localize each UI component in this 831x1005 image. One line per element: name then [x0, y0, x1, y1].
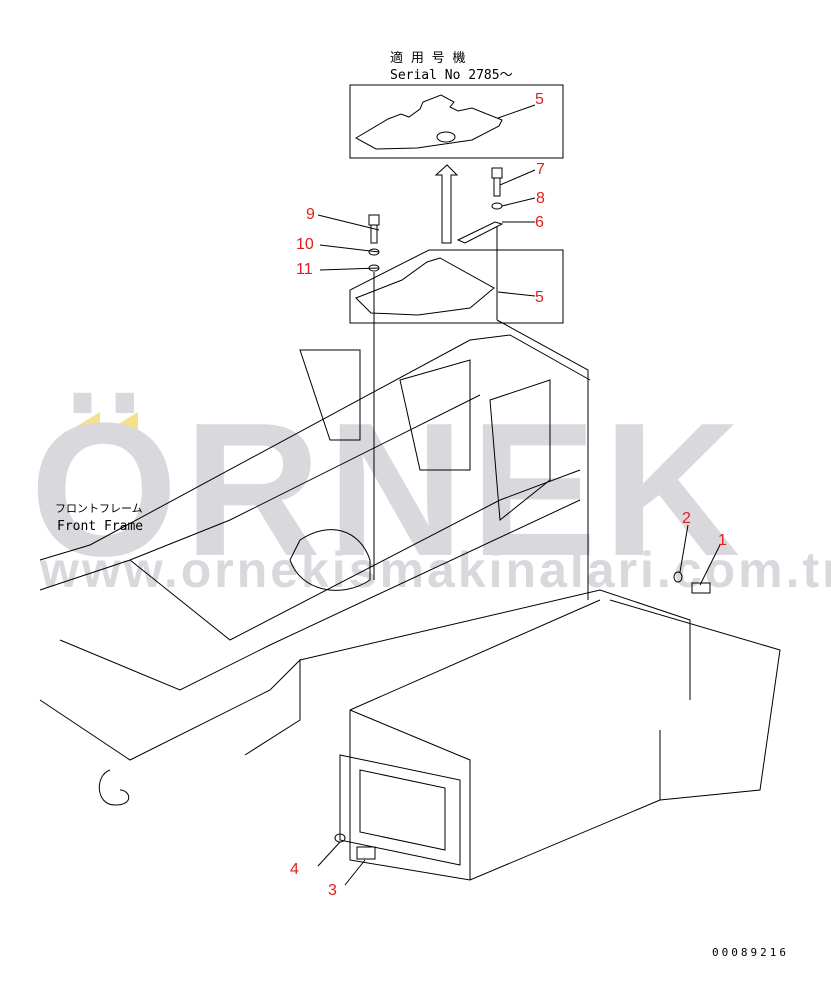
cover-plate-box	[349, 249, 564, 324]
cylinder	[289, 529, 371, 591]
tow-hook	[98, 769, 130, 806]
callout-8: 8	[536, 190, 545, 207]
frame-brackets	[299, 349, 551, 521]
bolt-1	[691, 582, 711, 594]
bracket-6	[456, 221, 504, 244]
callout-9: 9	[306, 206, 315, 223]
serial-variant-box	[349, 84, 564, 159]
cover-plate-lower	[355, 257, 495, 316]
serial-number-label: Serial No 2785～	[390, 68, 513, 83]
watermark-url: www.ornekismakinalari.com.tr	[40, 542, 831, 598]
callout-1: 1	[718, 532, 727, 549]
drawing-code: 00089216	[712, 946, 789, 959]
front-frame-label-jp: フロントフレーム	[55, 502, 143, 515]
watermark-dot	[72, 412, 100, 429]
callout-5-lower: 5	[535, 289, 544, 306]
watermark-dot	[110, 412, 138, 429]
front-frame	[39, 334, 781, 881]
front-guard	[339, 754, 461, 866]
arrow-up-icon	[434, 164, 459, 244]
callout-5-top: 5	[535, 91, 544, 108]
callout-7: 7	[536, 161, 545, 178]
bolt-9	[368, 214, 380, 226]
washer-2	[673, 571, 683, 583]
callout-10: 10	[296, 236, 314, 253]
callout-11: 11	[296, 261, 313, 278]
bolt-3	[356, 846, 376, 860]
front-frame-label: Front Frame	[57, 519, 143, 534]
callout-3: 3	[328, 882, 337, 899]
callout-2: 2	[682, 510, 691, 527]
bolt-7	[491, 167, 503, 179]
watermark-logo: ÖRNEK	[30, 384, 747, 596]
callout-4: 4	[290, 861, 299, 878]
cover-plate-upper	[354, 94, 503, 150]
callout-6: 6	[535, 214, 544, 231]
washer-8	[491, 202, 503, 210]
applicable-serial-jp: 適 用 号 機	[390, 50, 465, 66]
